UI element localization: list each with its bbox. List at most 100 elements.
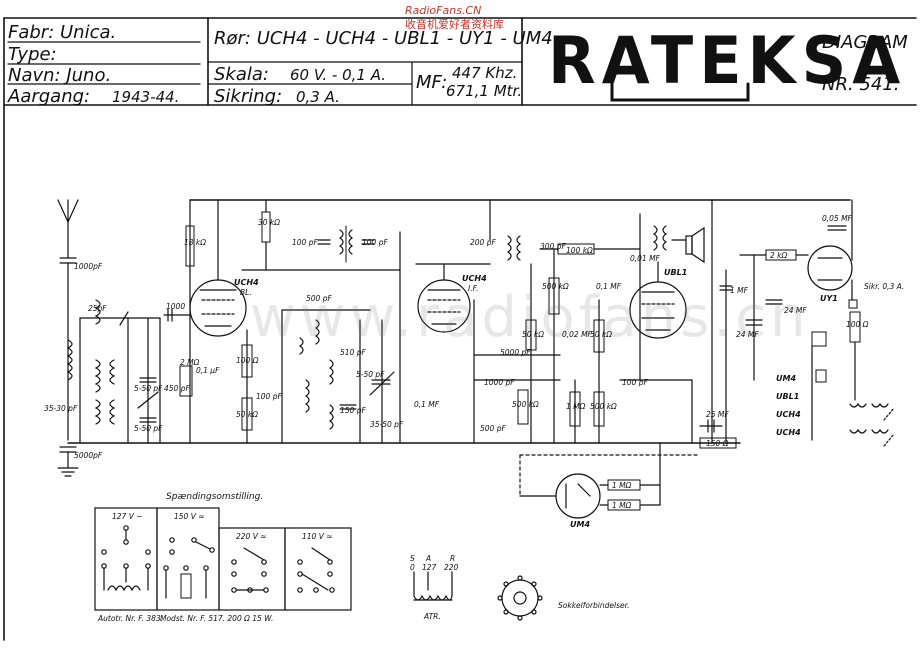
- label-c-100pf2: 100 pF: [362, 238, 388, 247]
- tube-v2-label: UCH4: [462, 274, 487, 283]
- label-c-100pf: 100 pF: [292, 238, 318, 247]
- label-r-30k: 30 kΩ: [258, 218, 281, 227]
- label-r-2k: 2 kΩ: [770, 251, 788, 260]
- mf-label: MF:: [416, 72, 448, 93]
- label-c-25: 25pF: [88, 304, 107, 313]
- skala-value: 60 V. - 0,1 A.: [290, 66, 387, 84]
- tube-v3-label: UBL1: [664, 268, 688, 277]
- label-r-50k2: 50 kΩ: [522, 330, 545, 339]
- aargang-value: 1943-44.: [112, 88, 180, 106]
- label-c-1000a: 1000: [166, 302, 186, 311]
- brand-logo: RATEKSA: [548, 22, 907, 99]
- label-sikr: Sikr. 0,3 A.: [864, 282, 905, 291]
- title-block-frame: [3, 17, 917, 641]
- tube-v1: [189, 199, 247, 444]
- label-c-1000b: 1000 pF: [484, 378, 515, 387]
- fabr-label: Fabr: Unica.: [8, 22, 117, 43]
- atr-top-a: A: [426, 554, 432, 563]
- label-c-35-50: 35-50 pF: [370, 420, 404, 429]
- sikring-value: 0,3 A.: [296, 88, 340, 106]
- modst-note: Modst. Nr. F. 517. 200 Ω 15 W.: [160, 614, 274, 623]
- diagram-number: NR. 541.: [822, 74, 900, 95]
- atr-tap-127: 127: [422, 563, 437, 572]
- antenna-symbol: [57, 199, 79, 477]
- label-c-005: 0,05 MF: [822, 214, 852, 223]
- watermark-chinese: 收音机爱好者资料库: [405, 18, 504, 31]
- mf-value-2: 671,1 Mtr.: [446, 82, 523, 100]
- atr-tap-220: 220: [444, 563, 459, 572]
- label-c-1mf: 1 MF: [730, 286, 748, 295]
- label-c-510: 510 pF: [340, 348, 366, 357]
- label-r-1m: 1 MΩ: [566, 402, 586, 411]
- label-c-gnd: 5000pF: [74, 451, 103, 460]
- speaker-icon: [685, 226, 705, 264]
- label-c-24mf2: 24 MF: [784, 306, 807, 315]
- switch-label-uch4-b: UCH4: [776, 428, 801, 437]
- label-c-100pf4: 100 pF: [622, 378, 648, 387]
- sokkel-label: Sokkelforbindelser.: [558, 601, 630, 610]
- label-r-2m: 2 MΩ: [180, 358, 200, 367]
- label-c-500pf: 500 pF: [306, 294, 332, 303]
- label-c-002: 0,02 MF: [562, 330, 592, 339]
- switch-label-ubl1: UBL1: [776, 392, 800, 401]
- voltage-150: 150 V ≃: [174, 512, 205, 521]
- label-r-500k: 500 kΩ: [542, 282, 569, 291]
- voltage-section-title: Spændingsomstilling.: [166, 492, 264, 502]
- tube-v5-label: UM4: [570, 520, 591, 529]
- aargang-label: Aargang:: [8, 86, 91, 107]
- label-c-200pf: 200 pF: [470, 238, 496, 247]
- oscillator-coils: [281, 225, 395, 444]
- label-r-1m-a: 1 MΩ: [612, 481, 632, 490]
- label-c-01: 0,1 µF: [196, 366, 220, 375]
- atr-top-s: S: [410, 554, 415, 563]
- label-r-18k: 18 kΩ: [184, 238, 207, 247]
- label-c-ant: 1000pF: [74, 262, 103, 271]
- label-r-500k3: 500 kΩ: [590, 402, 617, 411]
- label-c-500b: 500 pF: [480, 424, 506, 433]
- navn-label: Navn: Juno.: [8, 65, 112, 86]
- tube-v5: [555, 473, 601, 519]
- atr-tap-0: 0: [410, 563, 415, 572]
- tube-v1-label: UCH4: [234, 278, 259, 287]
- diagram-label: DIAGRAM: [822, 32, 908, 53]
- tube-v1-sub: BL.: [240, 288, 252, 297]
- atr-top-r: R: [450, 554, 456, 563]
- tube-v3: [629, 261, 687, 339]
- autotr-note: Autotr. Nr. F. 383.: [98, 614, 164, 623]
- voltage-selector-panels: [94, 507, 352, 611]
- label-c-450: 450 pF: [164, 384, 190, 393]
- mf-value-1: 447 Khz.: [452, 64, 518, 82]
- label-c-150: 150 pF: [340, 406, 366, 415]
- skala-label: Skala:: [214, 64, 269, 85]
- label-c-100pf3: 100 pF: [256, 392, 282, 401]
- label-r-100b: 100 Ω: [846, 320, 869, 329]
- label-c-300pf: 300 pF: [540, 242, 566, 251]
- atr-label: ATR.: [424, 612, 441, 621]
- label-r-500k2: 500 kΩ: [512, 400, 539, 409]
- label-r-150: 150 Ω: [706, 439, 729, 448]
- watermark-big: www.radiofans.cn: [250, 285, 810, 350]
- rf-coil-group: [66, 299, 161, 444]
- label-r-100k: 100 kΩ: [566, 246, 593, 255]
- watermark-site: RadioFans.CN: [405, 4, 482, 17]
- tube-v2-sub: I.F.: [468, 284, 479, 293]
- switch-label-uch4-a: UCH4: [776, 410, 801, 419]
- label-c-5-50: 5-50 pF: [356, 370, 385, 379]
- ror-label: Rør: UCH4 - UCH4 - UBL1 - UY1 - UM4.: [214, 28, 559, 49]
- voltage-127: 127 V ~: [112, 512, 143, 521]
- voltage-110: 110 V ≃: [302, 532, 333, 541]
- label-c-01mf3: 0,01 MF: [630, 254, 660, 263]
- switch-label-um4: UM4: [776, 374, 797, 383]
- label-c-25mf: 25 MF: [706, 410, 729, 419]
- tube-v2: [415, 263, 471, 333]
- label-r-100: 100 Ω: [236, 356, 259, 365]
- type-label: Type:: [8, 44, 57, 65]
- label-c-01mf: 0,1 MF: [414, 400, 440, 409]
- tube-v4: [807, 245, 853, 291]
- label-c-5000: 5000 pF: [500, 348, 531, 357]
- atr-autotransformer: [413, 571, 453, 601]
- label-c-3530: 35-30 pF: [44, 404, 78, 413]
- label-r-1m-b: 1 MΩ: [612, 501, 632, 510]
